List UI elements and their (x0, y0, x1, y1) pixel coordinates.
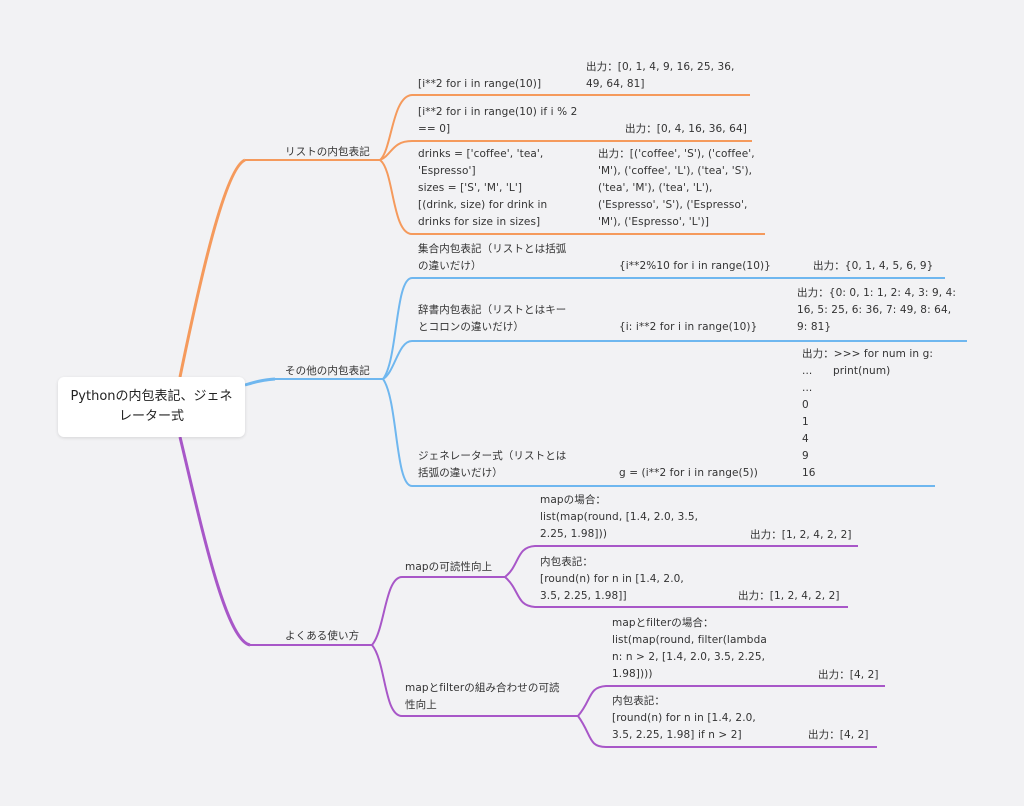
list-item-2-code[interactable]: [i**2 for i in range(10) if i % 2 == 0] (418, 106, 578, 135)
usage-filter-item-1-output[interactable]: 出力：[4, 2] (818, 669, 879, 681)
root-node[interactable]: Pythonの内包表記、ジェネレーター式 (58, 377, 245, 437)
other-item-2-output[interactable]: 出力：{0: 0, 1: 1, 2: 4, 3: 9, 4: 16, 5: 25… (797, 287, 957, 333)
usage-filter-item-2-output[interactable]: 出力：[4, 2] (808, 729, 869, 741)
other-item-1-output[interactable]: 出力：{0, 1, 4, 5, 6, 9} (813, 260, 934, 272)
connector-root-list (178, 158, 246, 378)
root-title: Pythonの内包表記、ジェネレーター式 (70, 389, 233, 424)
connector-usage-1 (371, 576, 505, 646)
list-item-1-output[interactable]: 出力：[0, 1, 4, 9, 16, 25, 36, 49, 64, 81] (586, 61, 735, 90)
connector-list-3 (379, 159, 765, 235)
connector-list-2 (379, 140, 752, 161)
connector-list-1 (379, 94, 750, 161)
connector-map-1 (504, 545, 858, 578)
usage-group-1-title[interactable]: mapの可読性向上 (405, 561, 493, 573)
other-item-2-title[interactable]: 辞書内包表記（リストとはキー とコロンの違いだけ） (418, 304, 567, 333)
connector-filter-2 (577, 715, 877, 748)
other-item-3-output[interactable]: 出力：>>> for num in g: ... print(num) ... … (802, 348, 933, 479)
usage-map-item-1-code[interactable]: mapの場合： list(map(round, [1.4, 2.0, 3.5, … (540, 494, 699, 540)
other-item-2-code[interactable]: {i: i**2 for i in range(10)} (619, 321, 758, 333)
usage-filter-item-1-code[interactable]: mapとfilterの場合： list(map(round, filter(la… (612, 617, 767, 680)
connector-usage-2 (371, 644, 578, 717)
usage-filter-item-2-code[interactable]: 内包表記： [round(n) for n in [1.4, 2.0, 3.5,… (612, 695, 756, 741)
connector-other-1 (382, 277, 945, 380)
other-item-3-code[interactable]: g = (i**2 for i in range(5)) (619, 467, 758, 479)
usage-map-item-1-output[interactable]: 出力：[1, 2, 4, 2, 2] (750, 529, 852, 541)
other-item-1-title[interactable]: 集合内包表記（リストとは括弧 の違いだけ） (418, 243, 567, 272)
branch-other-label[interactable]: その他の内包表記 (285, 365, 370, 377)
list-item-2-output[interactable]: 出力：[0, 4, 16, 36, 64] (625, 123, 747, 135)
connector-map-2 (504, 576, 848, 608)
connector-root-other (244, 377, 276, 387)
connector-other-2 (382, 340, 967, 380)
list-item-3-code[interactable]: drinks = ['coffee', 'tea', 'Espresso'] s… (418, 148, 548, 228)
connector-root-usage (178, 436, 251, 647)
connector-other-3 (382, 378, 935, 487)
list-item-1-code[interactable]: [i**2 for i in range(10)] (418, 78, 542, 90)
connector-filter-1 (577, 685, 885, 717)
usage-group-2-title[interactable]: mapとfilterの組み合わせの可読 性向上 (405, 682, 560, 711)
other-item-1-code[interactable]: {i**2%10 for i in range(10)} (619, 260, 771, 272)
usage-map-item-2-code[interactable]: 内包表記： [round(n) for n in [1.4, 2.0, 3.5,… (540, 556, 684, 602)
list-item-3-output[interactable]: 出力：[('coffee', 'S'), ('coffee', 'M'), ('… (598, 148, 755, 228)
branch-usage-label[interactable]: よくある使い方 (285, 630, 360, 642)
other-item-3-title[interactable]: ジェネレーター式（リストとは 括弧の違いだけ） (418, 450, 567, 479)
usage-map-item-2-output[interactable]: 出力：[1, 2, 4, 2, 2] (738, 590, 840, 602)
branch-list-label[interactable]: リストの内包表記 (285, 146, 370, 158)
